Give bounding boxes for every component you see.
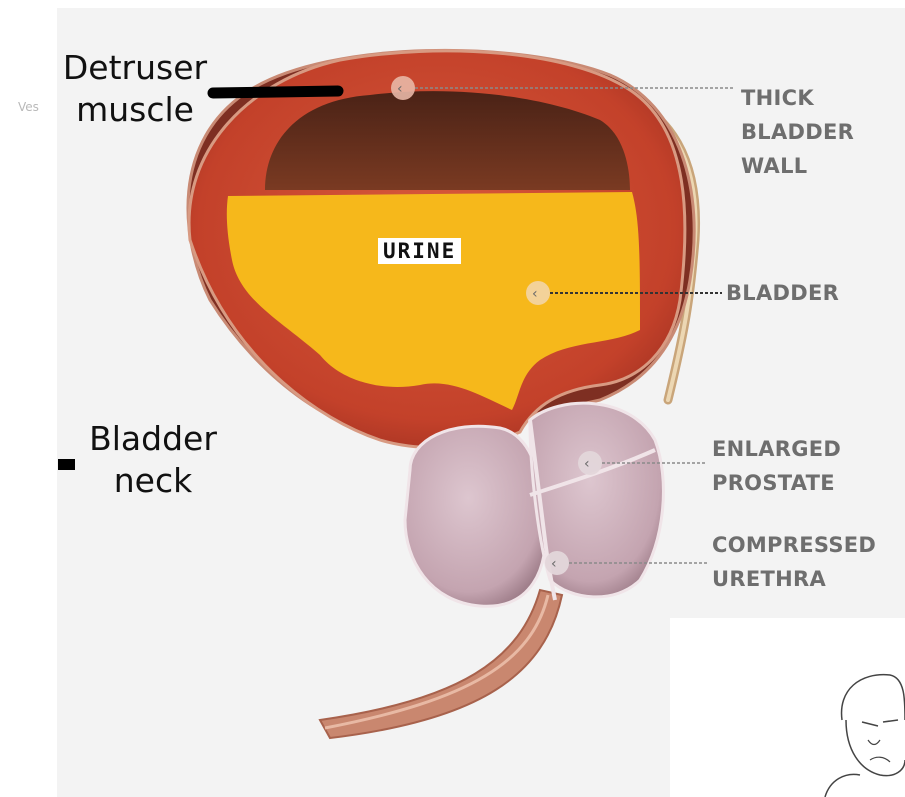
compressed-urethra-label: COMPRESSED URETHRA	[712, 528, 876, 596]
svg-text:‹: ‹	[584, 456, 590, 472]
prostate-left-lobe	[405, 426, 546, 606]
bladder-neck-pointer	[58, 459, 75, 470]
marker-dot: ‹	[526, 281, 550, 305]
urethra-tube	[320, 590, 562, 738]
marker-dot: ‹	[578, 451, 602, 475]
svg-text:‹: ‹	[532, 286, 538, 302]
bladder-neck-label: Bladder neck	[78, 418, 228, 502]
svg-text:‹: ‹	[551, 556, 557, 572]
bladder-label: BLADDER	[726, 276, 839, 310]
detruser-pointer	[213, 91, 338, 93]
thick-bladder-wall-label: THICK BLADDER WALL	[741, 81, 854, 183]
detruser-muscle-label: Detruser muscle	[55, 47, 215, 131]
marker-dot: ‹	[391, 76, 415, 100]
left-fragment-text: Ves	[18, 100, 39, 114]
enlarged-prostate-label: ENLARGED PROSTATE	[712, 432, 841, 500]
corner-sketch	[670, 618, 905, 797]
urine-label: URINE	[378, 238, 461, 264]
svg-text:‹: ‹	[397, 81, 403, 97]
marker-dot: ‹	[545, 551, 569, 575]
